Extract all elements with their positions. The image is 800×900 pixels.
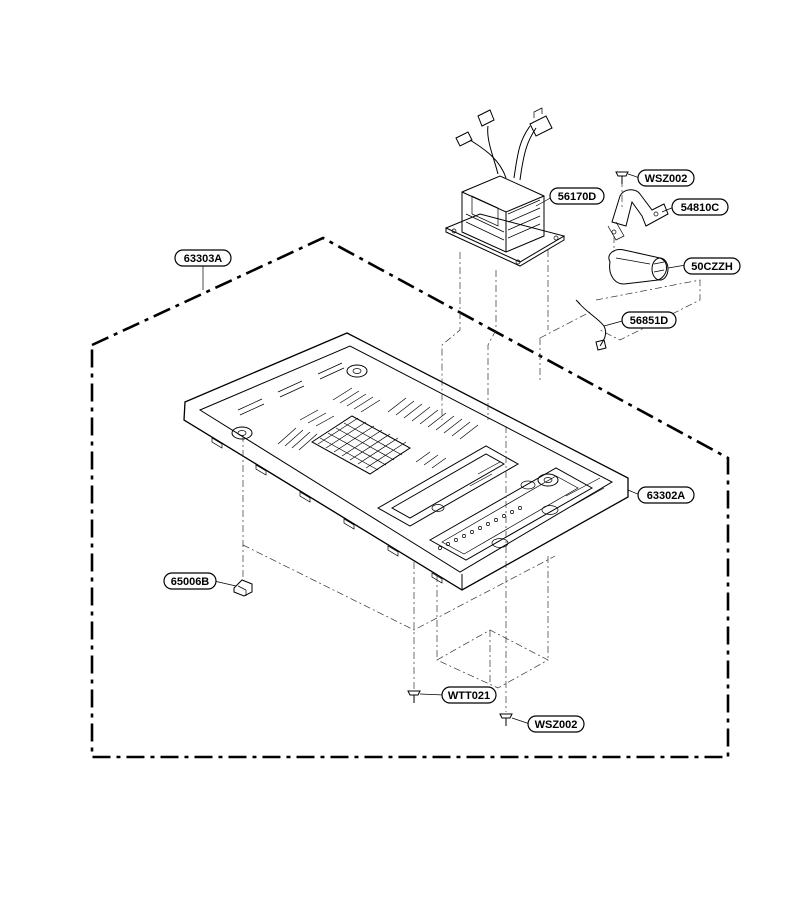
projection-lines <box>242 180 701 712</box>
svg-text:56170D: 56170D <box>558 191 597 203</box>
transformer <box>444 107 566 267</box>
capacitor-clamp <box>607 189 669 241</box>
callout-50CZZH: 50CZZH <box>683 257 741 275</box>
svg-text:63303A: 63303A <box>184 253 223 265</box>
callout-63303A: 63303A <box>174 249 232 267</box>
svg-text:65006B: 65006B <box>171 576 210 588</box>
svg-text:WSZ002: WSZ002 <box>645 173 688 185</box>
callout-WSZ002-top: WSZ002 <box>637 169 695 187</box>
callout-WSZ002-bottom: WSZ002 <box>527 715 585 733</box>
callout-54810C: 54810C <box>671 198 729 216</box>
callout-65006B: 65006B <box>163 572 217 590</box>
svg-text:WSZ002: WSZ002 <box>535 719 578 731</box>
svg-text:63302A: 63302A <box>647 490 686 502</box>
svg-text:50CZZH: 50CZZH <box>691 261 733 273</box>
bracket <box>233 579 253 597</box>
diode <box>575 299 607 351</box>
assembly-boundary <box>90 236 730 759</box>
base-plate <box>183 332 629 591</box>
screw-wtt021 <box>407 690 421 703</box>
leader-lines <box>202 173 687 725</box>
callout-56170D: 56170D <box>549 187 605 205</box>
callout-56851D: 56851D <box>621 311 677 329</box>
capacitor <box>608 249 669 285</box>
svg-text:56851D: 56851D <box>630 315 669 327</box>
callout-63302A: 63302A <box>637 486 695 504</box>
callout-WTT021: WTT021 <box>441 686 497 704</box>
screw-bottom <box>499 713 513 726</box>
screw-top <box>615 171 629 184</box>
svg-text:WTT021: WTT021 <box>448 690 490 702</box>
svg-text:54810C: 54810C <box>681 202 720 214</box>
